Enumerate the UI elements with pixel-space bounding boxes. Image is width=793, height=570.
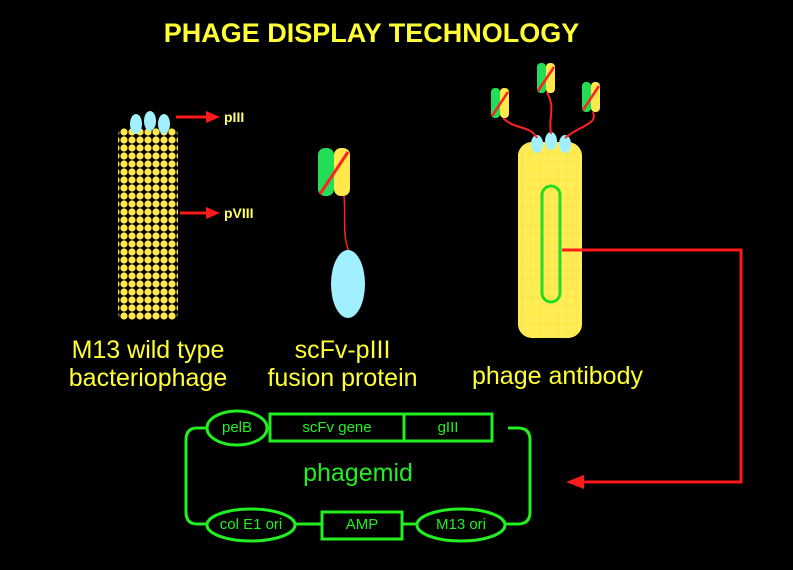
- m13-piii-cap-2: [144, 111, 156, 131]
- fusion-piii-domain: [331, 250, 365, 318]
- scfv-vh-domain: [318, 148, 334, 196]
- cole1-ori-label: col E1 ori: [207, 516, 295, 533]
- displayed-scfv-middle: [537, 63, 555, 134]
- diagram-title: PHAGE DISPLAY TECHNOLOGY: [0, 18, 743, 49]
- phage-antibody-caption: phage antibody: [450, 362, 665, 390]
- scfv-gene-label: scFv gene: [270, 419, 404, 436]
- fusion-caption-line-2: fusion protein: [250, 364, 435, 392]
- pviii-pointer-arrow: [180, 207, 220, 219]
- fusion-caption: scFv-pIII fusion protein: [250, 336, 435, 392]
- giii-label: gIII: [404, 419, 492, 436]
- pviii-label: pVIII: [224, 205, 254, 221]
- phagemid-title: phagemid: [258, 459, 458, 488]
- amp-label: AMP: [322, 516, 402, 533]
- m13-piii-cap-3: [158, 114, 170, 134]
- m13-piii-cap-1: [130, 114, 142, 134]
- piii-pointer-arrow: [176, 111, 220, 123]
- phage-antibody-particle: [491, 63, 600, 338]
- wild-type-caption-line-2: bacteriophage: [48, 364, 248, 392]
- displayed-scfv-right: [565, 82, 600, 138]
- m13-ori-label: M13 ori: [417, 516, 505, 533]
- scfv-piii-fusion: [318, 148, 365, 318]
- antibody-piii-2: [545, 132, 557, 150]
- fusion-tether: [344, 196, 349, 252]
- wild-type-caption-line-1: M13 wild type: [48, 336, 248, 364]
- pelb-label: pelB: [207, 419, 267, 436]
- displayed-scfv-left: [491, 88, 537, 138]
- piii-label: pIII: [224, 109, 244, 125]
- m13-phage-particle: [118, 111, 178, 320]
- m13-coat-pviii: [118, 128, 178, 320]
- wild-type-caption: M13 wild type bacteriophage: [48, 336, 248, 392]
- fusion-caption-line-1: scFv-pIII: [250, 336, 435, 364]
